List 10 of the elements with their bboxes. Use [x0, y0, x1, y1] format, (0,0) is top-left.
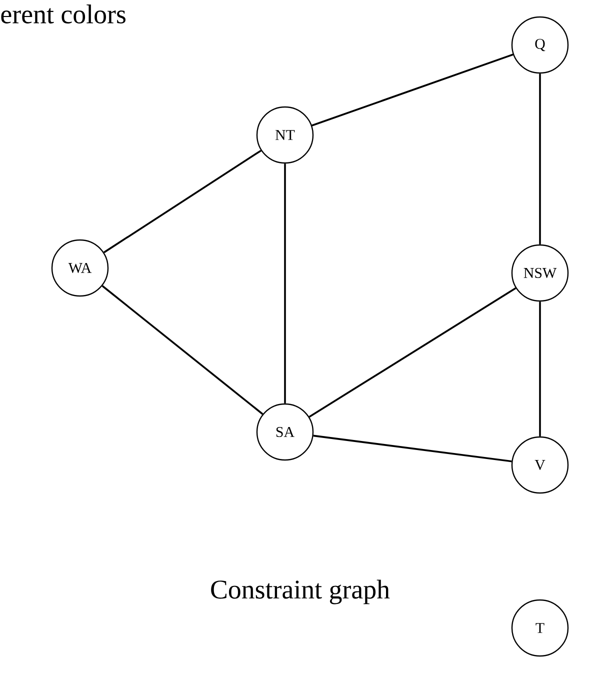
edge-line: [539, 302, 541, 436]
edge-line: [284, 164, 286, 404]
edge-line: [104, 150, 262, 254]
edge-line: [312, 54, 514, 126]
heading-text: erent colors: [1, 4, 126, 24]
edge-line: [313, 434, 512, 462]
edge-line: [308, 287, 516, 418]
caption: Constraint graph: [211, 580, 390, 604]
edge-line: [102, 285, 264, 415]
edge-line: [539, 74, 541, 244]
